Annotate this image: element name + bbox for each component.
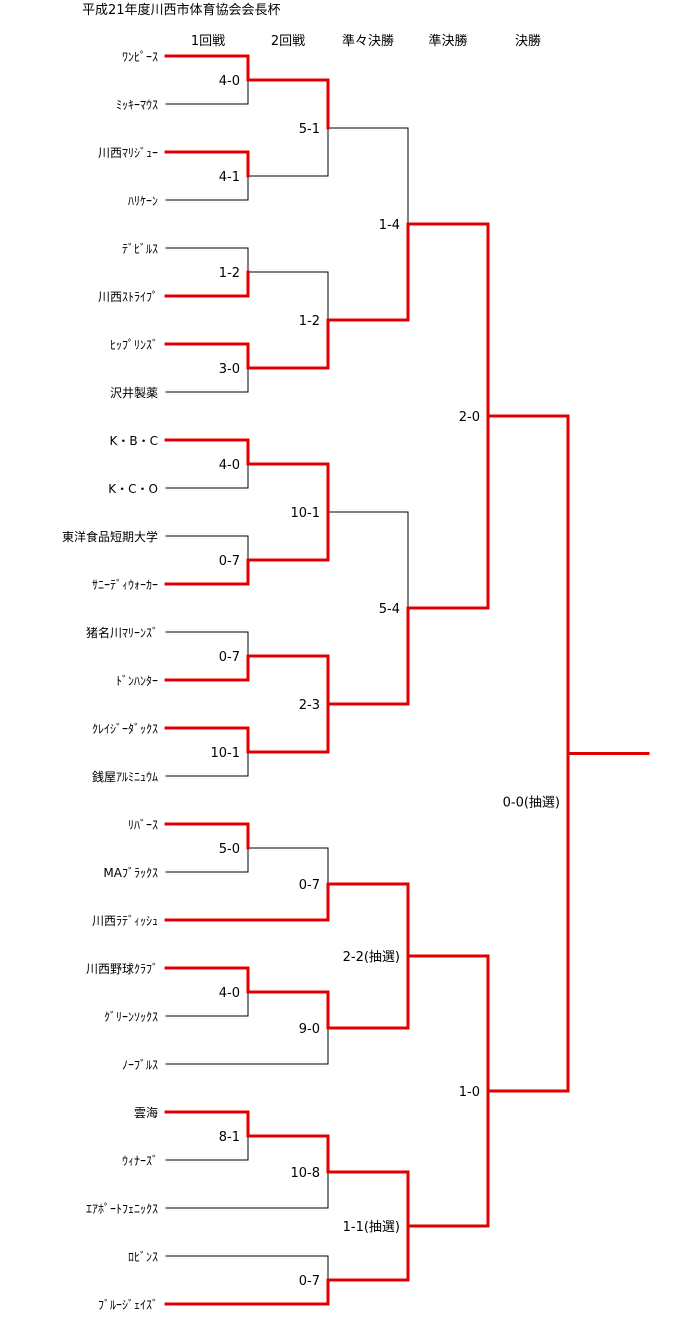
match-score: 1-4 — [379, 218, 400, 233]
team-name: 銭屋ｱﾙﾐﾆｭｳﾑ — [92, 769, 158, 784]
team-name: ﾄﾞﾝﾊﾝﾀｰ — [116, 674, 158, 688]
round-header-2: 2回戦 — [271, 34, 305, 49]
match-score: 10-1 — [290, 506, 320, 521]
team-name: 川西ｽﾄﾗｲﾌﾟ — [98, 290, 158, 304]
winner-path-lines — [164, 54, 650, 1306]
team-name: ｸﾚｲｼﾞｰﾀﾞｯｸｽ — [92, 722, 158, 736]
match-score: 4-0 — [219, 986, 240, 1001]
team-name: ﾐｯｷｰﾏｳｽ — [116, 98, 158, 112]
team-name: ﾉｰﾌﾞﾙｽ — [122, 1058, 158, 1072]
team-name: K・B・C — [110, 434, 158, 448]
match-score: 1-1(抽選) — [343, 1220, 400, 1235]
team-name: 猪名川ﾏﾘｰﾝｽﾞ — [86, 625, 158, 640]
bracket-title: 平成21年度川西市体育協会会長杯 — [82, 2, 281, 18]
match-score: 5-1 — [299, 122, 320, 137]
team-name: ﾘﾊﾞｰｽ — [128, 818, 158, 832]
team-name: ｻﾆｰﾃﾞｨｳｫｰｶｰ — [92, 578, 158, 592]
team-name: ﾛﾋﾞﾝｽ — [128, 1250, 158, 1264]
team-name: ﾃﾞﾋﾞﾙｽ — [122, 242, 158, 256]
match-score: 2-2(抽選) — [343, 950, 400, 965]
team-name: ｸﾞﾘｰﾝｿｯｸｽ — [104, 1010, 158, 1024]
team-name: 川西野球ｸﾗﾌﾞ — [86, 962, 158, 976]
final-score: 0-0(抽選) — [503, 796, 560, 811]
match-score: 8-1 — [219, 1130, 240, 1145]
match-score: 10-8 — [290, 1166, 320, 1181]
bracket-labels: ﾜﾝﾋﾟｰｽ ﾐｯｷｰﾏｳｽ 川西ﾏﾘｼﾞｭｰ ﾊﾘｹｰﾝ ﾃﾞﾋﾞﾙｽ 川西ｽﾄﾗｲﾌﾟ… — [62, 50, 560, 1312]
team-name: 雲海 — [134, 1105, 158, 1120]
match-score: 3-0 — [219, 362, 240, 377]
match-score: 2-0 — [459, 410, 480, 425]
match-score: 1-0 — [459, 1085, 480, 1100]
match-score: 4-0 — [219, 458, 240, 473]
team-name: ﾌﾞﾙｰｼﾞｪｲｽﾞ — [98, 1298, 158, 1312]
match-score: 5-4 — [379, 602, 400, 617]
team-name: ｳｨﾅｰｽﾞ — [122, 1154, 158, 1168]
round-header-5: 決勝 — [515, 34, 541, 49]
match-score: 0-7 — [219, 554, 240, 569]
match-score: 4-1 — [219, 170, 240, 185]
match-score: 9-0 — [299, 1022, 320, 1037]
team-name: 沢井製薬 — [110, 386, 158, 400]
match-score: 4-0 — [219, 74, 240, 89]
team-name: 川西ﾏﾘｼﾞｭｰ — [98, 146, 158, 160]
match-score: 0-7 — [299, 878, 320, 893]
match-score: 0-7 — [219, 650, 240, 665]
round-header-4: 準決勝 — [428, 33, 467, 49]
round-header-3: 準々決勝 — [342, 33, 394, 49]
round-header-1: 1回戦 — [191, 34, 225, 49]
team-name: MAﾌﾞﾗｯｸｽ — [103, 866, 158, 880]
team-name: ﾋｯﾌﾟﾘﾝｽﾞ — [110, 338, 158, 352]
match-score: 10-1 — [210, 746, 240, 761]
team-name: ｴｱﾎﾟｰﾄﾌｪﾆｯｸｽ — [86, 1202, 158, 1216]
team-name: 東洋食品短期大学 — [62, 529, 158, 544]
team-name: 川西ﾗﾃﾞｨｯｼｭ — [92, 914, 158, 928]
team-name: K・C・O — [108, 482, 158, 496]
match-score: 5-0 — [219, 842, 240, 857]
match-score: 2-3 — [299, 698, 320, 713]
match-score: 1-2 — [219, 266, 240, 281]
team-name: ﾊﾘｹｰﾝ — [128, 194, 158, 208]
match-score: 0-7 — [299, 1274, 320, 1289]
match-score: 1-2 — [299, 314, 320, 329]
team-name: ﾜﾝﾋﾟｰｽ — [122, 50, 158, 64]
